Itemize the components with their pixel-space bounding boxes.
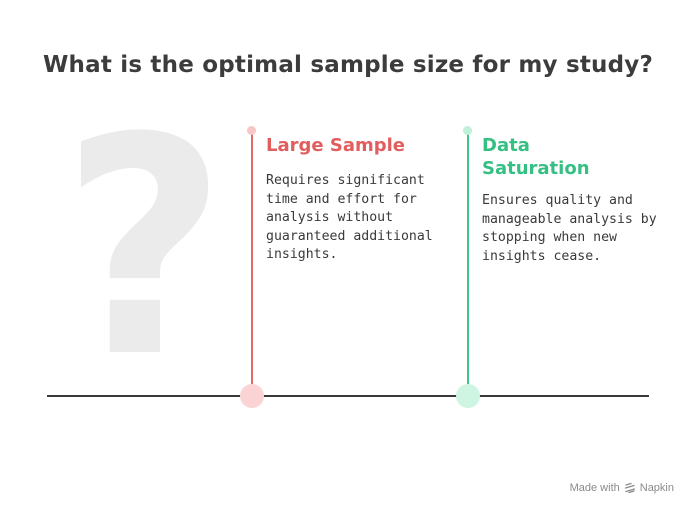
- data-saturation-title: Data Saturation: [482, 135, 590, 179]
- data-saturation-top-dot: [463, 126, 472, 135]
- data-saturation-description: Ensures quality and manageable analysis …: [482, 193, 657, 264]
- large-sample-stem: [251, 130, 253, 395]
- question-mark-icon: ?: [61, 74, 227, 423]
- page-title: What is the optimal sample size for my s…: [42, 52, 654, 78]
- large-sample-title: Large Sample: [266, 135, 405, 156]
- data-saturation-base-dot: [456, 384, 480, 408]
- napkin-logo-icon: [624, 482, 636, 494]
- large-sample-description: Requires significant time and effort for…: [266, 173, 433, 262]
- large-sample-base-dot: [240, 384, 264, 408]
- made-with-label: Made with: [569, 482, 620, 494]
- made-with-napkin-badge[interactable]: Made with Napkin: [570, 482, 674, 494]
- data-saturation-stem: [467, 130, 469, 395]
- large-sample-top-dot: [247, 126, 256, 135]
- timeline-baseline: [47, 395, 649, 397]
- napkin-brand-label: Napkin: [639, 482, 674, 494]
